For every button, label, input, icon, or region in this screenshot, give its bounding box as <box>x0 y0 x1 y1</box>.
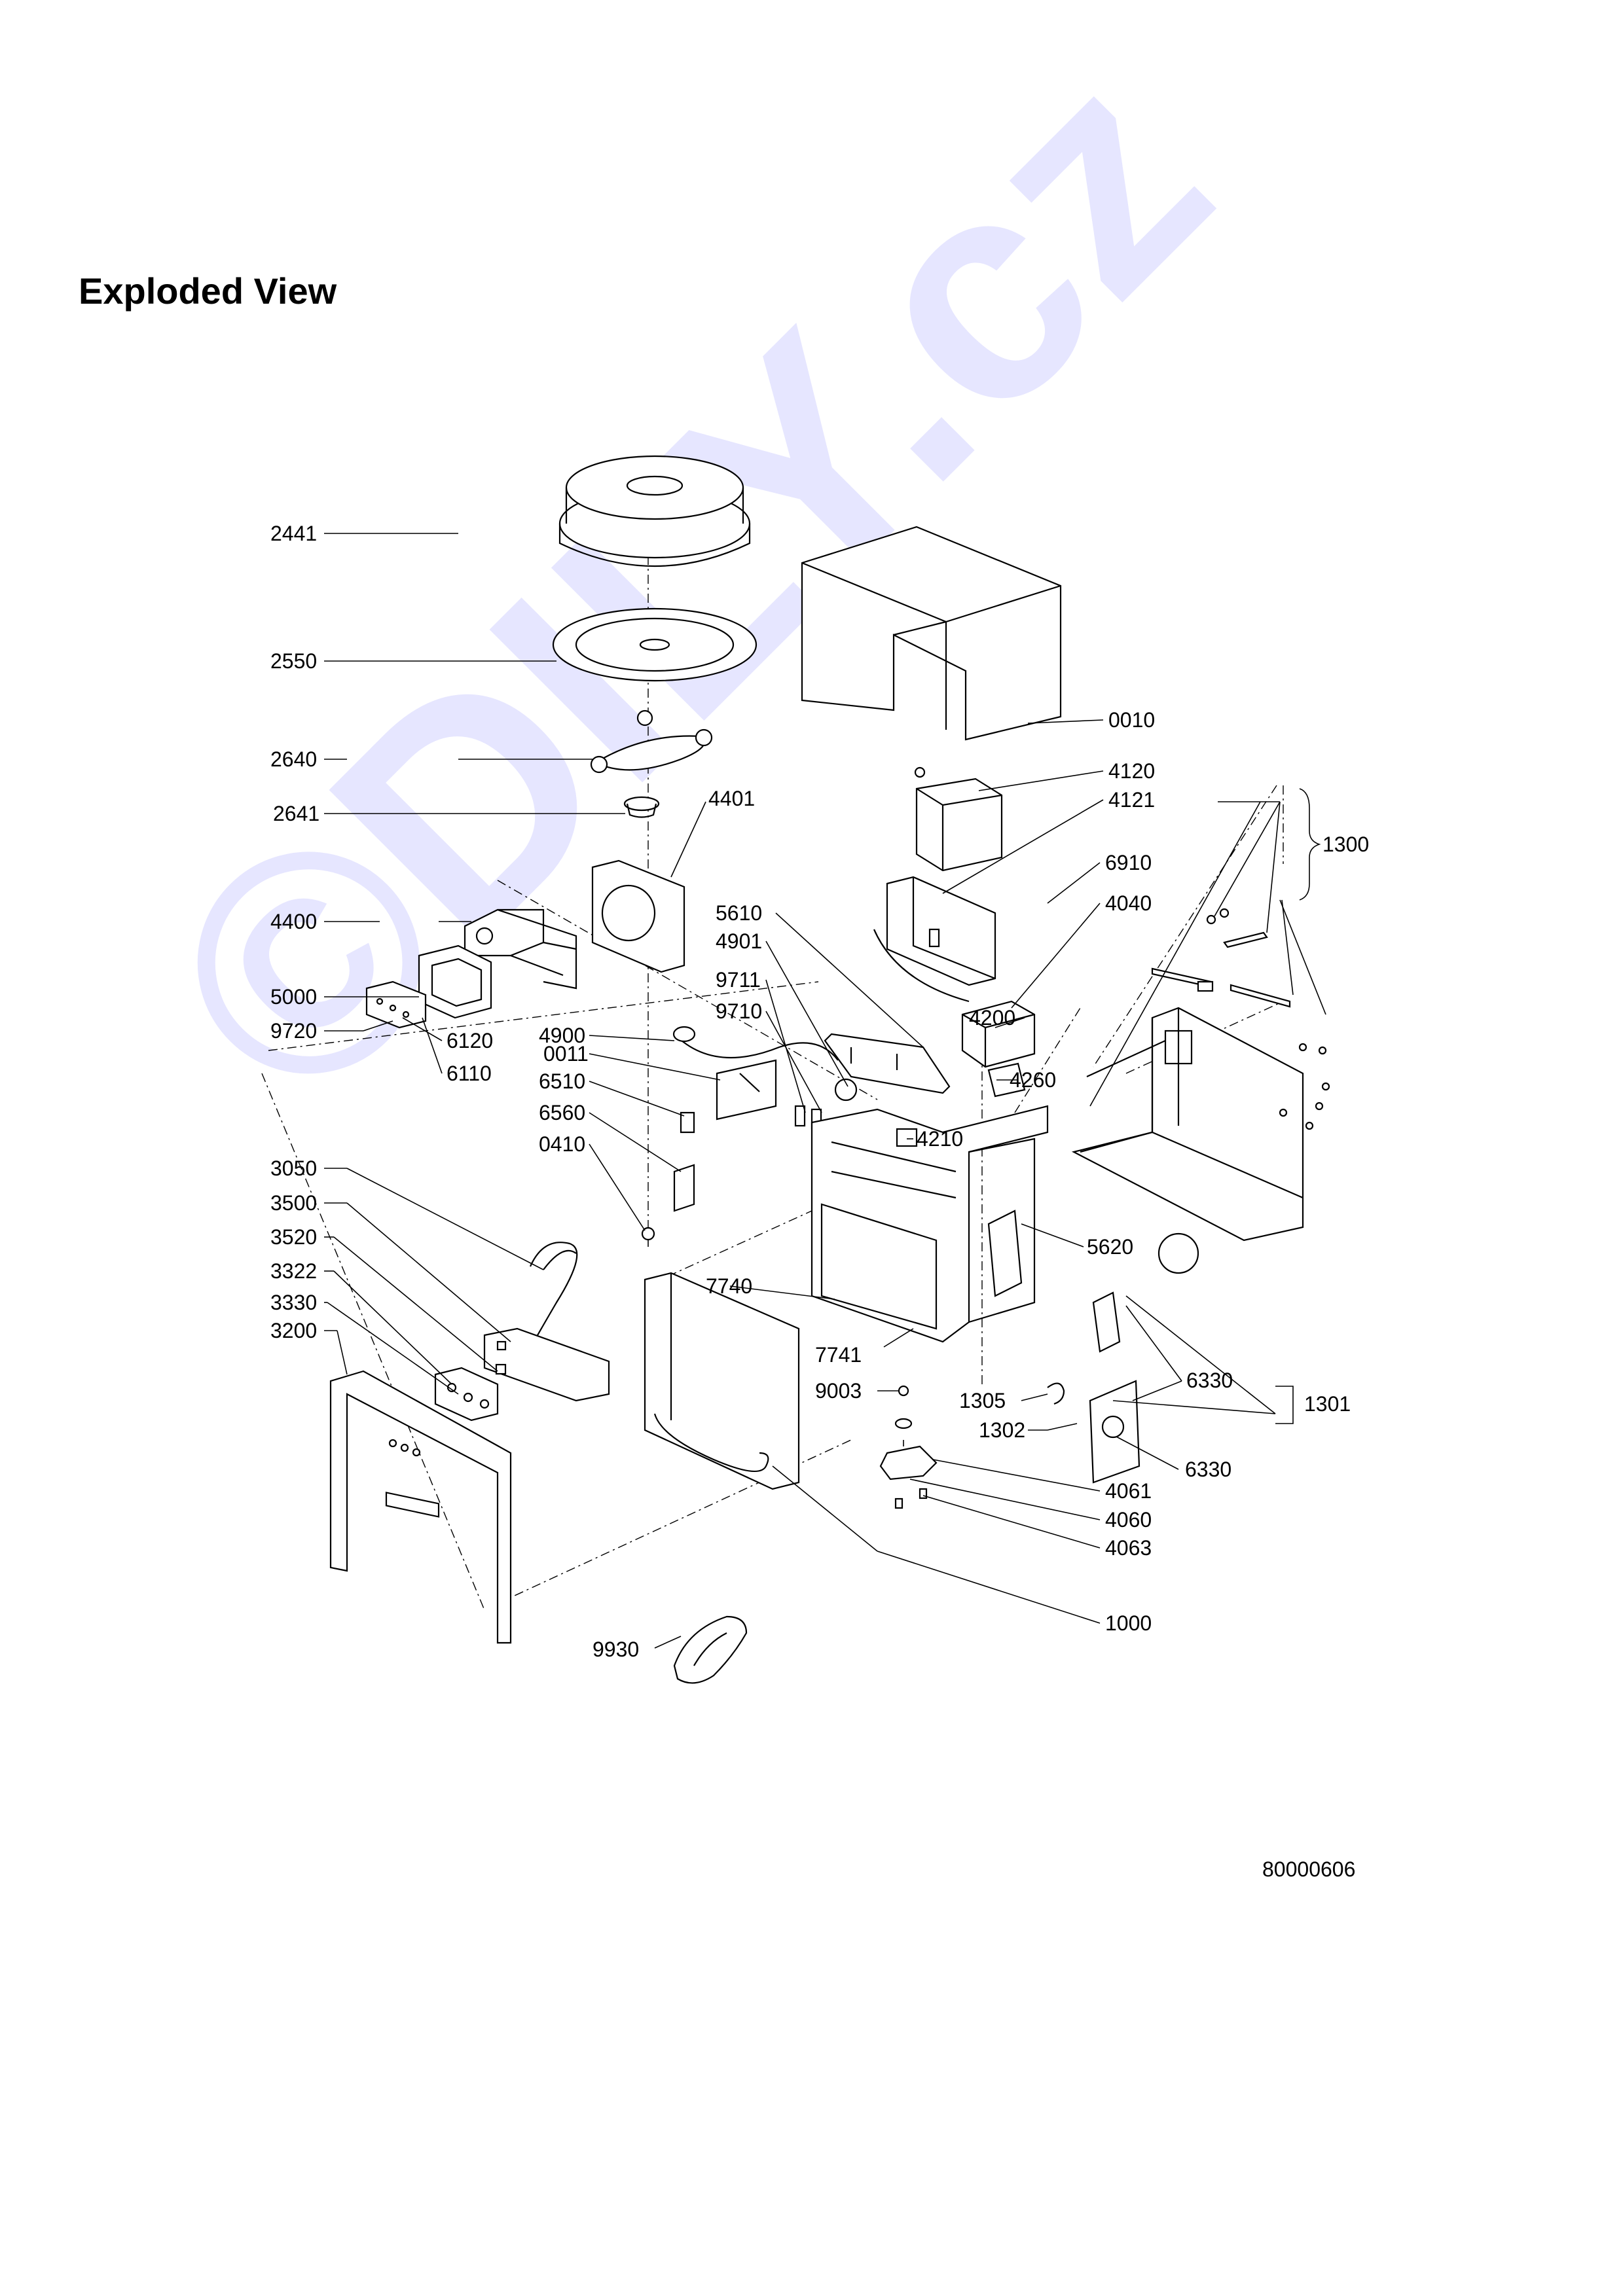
callout-3322: 3322 <box>270 1259 317 1283</box>
part-9930-grill-rack <box>673 1615 748 1684</box>
callout-1000: 1000 <box>1105 1611 1152 1635</box>
part-6330-interlock-switches <box>1089 1232 1199 1484</box>
callout-1305: 1305 <box>959 1389 1006 1412</box>
callout-labels: 2441 2550 2640 2641 4400 4401 5000 9720 … <box>270 522 1369 1661</box>
part-4400-fan-motor <box>464 908 577 990</box>
callout-4060: 4060 <box>1105 1508 1152 1532</box>
callout-4900: 4900 <box>539 1024 585 1047</box>
part-5620-bracket <box>987 1210 1023 1297</box>
callout-4120: 4120 <box>1108 759 1155 783</box>
part-6120-switch-board <box>365 980 427 1029</box>
part-1300-rails <box>1151 908 1291 1008</box>
part-cavity-front-frame <box>811 1105 1049 1343</box>
callout-3500: 3500 <box>270 1191 317 1215</box>
callout-9720: 9720 <box>270 1019 317 1043</box>
page-title: Exploded View <box>79 270 337 312</box>
part-4040-capacitor <box>873 929 1036 1068</box>
callout-1301: 1301 <box>1304 1392 1351 1416</box>
callout-9003: 9003 <box>815 1379 862 1403</box>
callout-6560: 6560 <box>539 1101 585 1124</box>
part-0010-outer-case <box>801 526 1062 741</box>
part-4060-turntable-motor <box>879 1385 938 1509</box>
drawing-number: 80000606 <box>1262 1857 1356 1881</box>
callout-6330-lower: 6330 <box>1185 1458 1231 1481</box>
part-3200-front-frame <box>329 1370 512 1644</box>
callout-4040: 4040 <box>1105 891 1152 915</box>
callout-5610: 5610 <box>716 901 762 925</box>
part-3322-keypad <box>434 1363 507 1422</box>
callout-6910: 6910 <box>1105 851 1152 874</box>
callout-1300: 1300 <box>1322 833 1369 856</box>
part-4120-transformer <box>914 766 1003 872</box>
callout-4200: 4200 <box>969 1006 1015 1030</box>
callout-4063: 4063 <box>1105 1536 1152 1560</box>
callout-4210: 4210 <box>917 1127 963 1151</box>
part-2441-cover <box>558 455 751 567</box>
callout-3330: 3330 <box>270 1291 317 1314</box>
callout-2640: 2640 <box>270 747 317 771</box>
part-5000-panel <box>418 944 492 1019</box>
callout-6510: 6510 <box>539 1069 585 1093</box>
callout-0010: 0010 <box>1108 708 1155 732</box>
leader-lines <box>324 533 1326 1649</box>
callout-1302: 1302 <box>979 1418 1025 1442</box>
part-cavity-rear-housing <box>1071 1007 1330 1242</box>
callout-6330-upper: 6330 <box>1186 1369 1233 1392</box>
part-3050-cable <box>529 1242 578 1349</box>
part-1000-door <box>644 1272 800 1490</box>
callout-9710: 9710 <box>716 999 762 1023</box>
callout-9711: 9711 <box>716 968 761 992</box>
part-1305-spring <box>1047 1382 1065 1405</box>
part-3500-control-board <box>483 1327 610 1402</box>
callout-7740: 7740 <box>706 1274 752 1298</box>
callout-4061: 4061 <box>1105 1479 1152 1503</box>
part-6560-interlock <box>673 1111 695 1212</box>
callout-7741: 7741 <box>815 1343 862 1367</box>
callout-3050: 3050 <box>270 1157 317 1180</box>
part-0410-screw <box>641 1227 655 1247</box>
part-4121-bracket <box>886 876 996 986</box>
callout-4401: 4401 <box>708 787 755 810</box>
part-4401-fan-shroud <box>591 859 685 973</box>
callout-5000: 5000 <box>270 985 317 1009</box>
callout-6120: 6120 <box>447 1029 493 1052</box>
part-2641-coupler <box>623 796 660 818</box>
callout-3520: 3520 <box>270 1225 317 1249</box>
callout-4260: 4260 <box>1010 1068 1056 1092</box>
part-4901-harness <box>672 1026 839 1121</box>
callout-0410: 0410 <box>539 1132 585 1156</box>
callout-0011: 0011 <box>543 1042 589 1066</box>
callout-6110: 6110 <box>447 1062 492 1085</box>
part-2640-roller-ring <box>590 709 713 774</box>
callout-2441: 2441 <box>270 522 317 545</box>
callout-2550: 2550 <box>270 649 317 673</box>
callout-9930: 9930 <box>593 1638 639 1661</box>
part-2550-turntable-plate <box>552 607 757 682</box>
callout-4121: 4121 <box>1108 788 1155 812</box>
callout-4901: 4901 <box>716 929 762 953</box>
callout-4400: 4400 <box>270 910 317 933</box>
callout-5620: 5620 <box>1087 1235 1133 1259</box>
callout-3200: 3200 <box>270 1319 317 1342</box>
callout-2641: 2641 <box>273 802 319 825</box>
